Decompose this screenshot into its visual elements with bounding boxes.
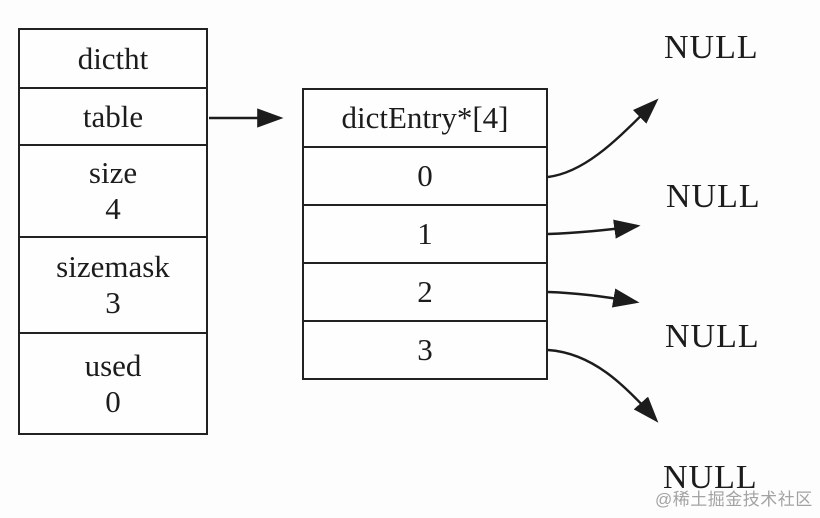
dictht-title-cell: dictht — [20, 30, 206, 87]
null-label-1: NULL — [666, 178, 761, 215]
watermark-text: @稀土掘金技术社区 — [655, 490, 813, 509]
field-sizemask-cell: sizemask 3 — [20, 236, 206, 332]
slot-1-cell: 1 — [304, 204, 546, 262]
field-sizemask-name: sizemask — [56, 249, 170, 285]
slot-0-cell: 0 — [304, 146, 546, 204]
null-label-3: NULL — [663, 459, 758, 496]
field-size-cell: size 4 — [20, 144, 206, 236]
field-used-value: 0 — [105, 383, 121, 419]
dictentry-header-cell: dictEntry*[4] — [304, 90, 546, 146]
dictht-title: dictht — [77, 40, 149, 76]
null-label-2: NULL — [665, 318, 760, 355]
slot-0-index: 0 — [417, 158, 433, 194]
dictentry-array-box: dictEntry*[4] 0 1 2 3 — [302, 88, 548, 380]
slot-3-null-arrow — [547, 348, 659, 423]
field-table-cell: table — [20, 87, 206, 144]
slot-2-cell: 2 — [304, 262, 546, 320]
field-size-name: size — [88, 155, 138, 191]
slot-1-null-arrow — [547, 219, 641, 239]
field-sizemask-value: 3 — [105, 285, 121, 320]
slot-0-null-arrow — [547, 98, 659, 179]
dictentry-header: dictEntry*[4] — [341, 100, 509, 136]
slot-2-index: 2 — [417, 274, 433, 310]
slot-2-null-arrow — [547, 288, 640, 308]
field-used-cell: used 0 — [20, 332, 206, 433]
slot-1-index: 1 — [417, 216, 433, 252]
field-used-name: used — [84, 347, 142, 383]
field-size-value: 4 — [105, 191, 121, 226]
slot-3-cell: 3 — [304, 320, 546, 378]
field-table-name: table — [82, 98, 144, 134]
null-label-0: NULL — [664, 29, 759, 66]
slot-3-index: 3 — [417, 332, 433, 368]
dictht-struct-box: dictht table size 4 sizemask 3 used 0 — [18, 28, 208, 435]
